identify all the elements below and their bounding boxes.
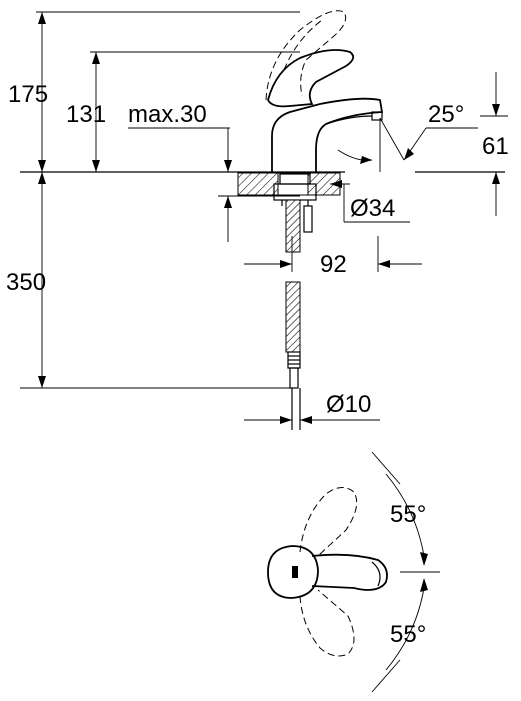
label-d34: Ø34 [350,195,395,222]
dim-spout-offset: 61 [480,72,509,216]
label-131: 131 [66,101,106,128]
dim-total-height: 175 [8,11,300,172]
dim-hose-length: 350 [6,172,292,389]
dim-spout-height: 131 [66,51,300,172]
label-25deg: 25° [428,101,464,128]
dim-hole-diameter: Ø34 [330,180,410,223]
label-55deg-up: 55° [390,501,426,528]
top-view: 55° 55° [267,451,440,693]
faucet-body [265,10,384,172]
label-d10: Ø10 [326,391,371,418]
label-350: 350 [6,269,46,296]
label-max30: max.30 [128,101,207,128]
mounting-assembly [273,173,317,253]
label-175: 175 [8,81,48,108]
dim-hose-diameter: Ø10 [244,391,380,424]
dim-reach: 92 [244,236,422,278]
label-92: 92 [320,251,347,278]
dim-spout-angle: 25° [337,101,478,172]
flex-hose [285,281,301,430]
label-61: 61 [482,133,509,160]
label-55deg-down: 55° [390,621,426,648]
dim-max-deck: max.30 [128,101,300,242]
